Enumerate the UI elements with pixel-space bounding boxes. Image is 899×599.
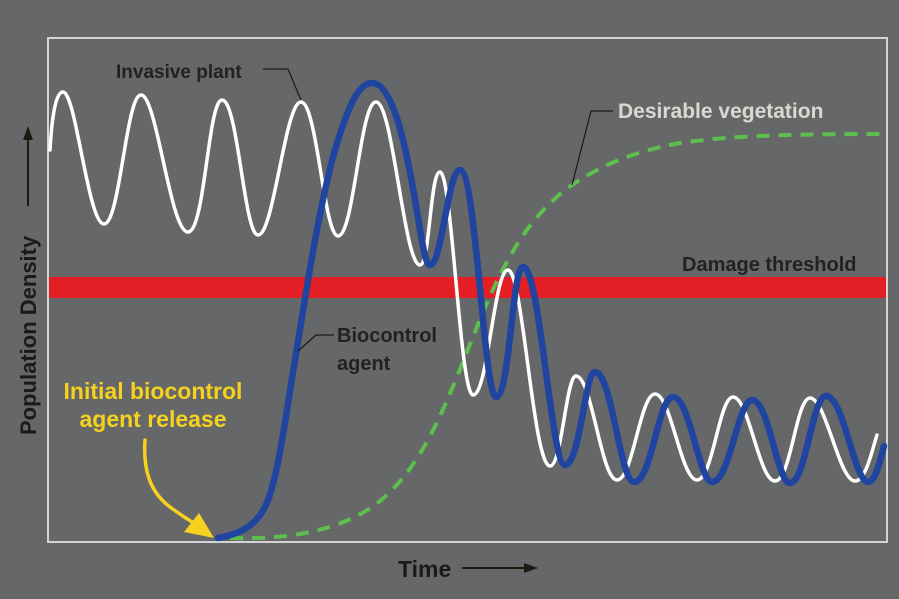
desirable-vegetation-label: Desirable vegetation [618, 100, 823, 123]
y-axis-label: Population Density [16, 235, 41, 435]
release-arrow-shaft [142, 438, 202, 529]
release-label-line2: agent release [79, 406, 226, 432]
x-axis-label: Time [398, 556, 451, 582]
damage-threshold-label: Damage threshold [682, 254, 856, 276]
invasive-plant-label: Invasive plant [116, 62, 242, 83]
invasive-plant-curve [48, 90, 879, 483]
x-axis-arrow-right-icon [524, 563, 538, 573]
desirable-vegetation-curve [229, 132, 887, 541]
damage-threshold-band [49, 277, 886, 298]
desirable-vegetation-leader-line [571, 110, 613, 186]
biocontrol-agent-label-line1: Biocontrol [337, 325, 437, 347]
invasive-plant-leader-line [263, 68, 302, 101]
release-arrow-head-icon [184, 513, 214, 538]
biocontrol-agent-leader-line [297, 334, 334, 352]
plot-area [47, 37, 888, 543]
y-axis-arrow-up-icon [23, 126, 33, 140]
release-label-line1: Initial biocontrol [64, 378, 243, 404]
biocontrol-agent-label-line2: agent [337, 353, 391, 375]
biocontrol-agent-curve [214, 79, 888, 542]
